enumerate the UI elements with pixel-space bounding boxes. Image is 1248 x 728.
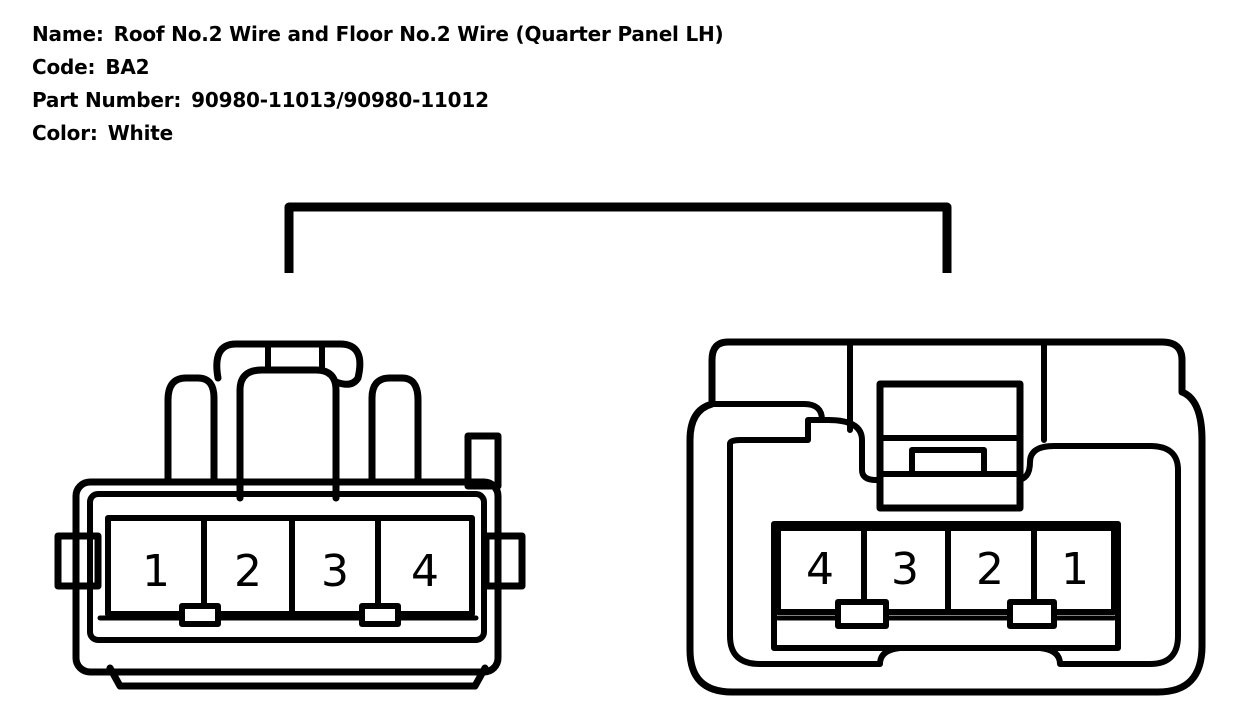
right-pin-label: 1 — [1061, 544, 1089, 595]
left-latch-lever — [213, 340, 364, 388]
left-lug-2 — [359, 603, 401, 627]
color-value: White — [107, 121, 173, 145]
code-row: Code: BA2 — [32, 51, 724, 84]
color-row: Color: White — [32, 117, 724, 150]
name-value: Roof No.2 Wire and Floor No.2 Wire (Quar… — [113, 22, 724, 46]
right-pin-label: 2 — [976, 544, 1004, 595]
left-housing — [72, 478, 502, 676]
left-latch-grip — [265, 343, 325, 371]
left-pin-label: 4 — [411, 546, 439, 597]
pairing-bracket — [284, 202, 952, 273]
left-guide-post — [464, 432, 502, 490]
right-pin-label: 4 — [806, 544, 834, 595]
name-label: Name: — [32, 22, 104, 46]
part-number-label: Part Number: — [32, 88, 182, 112]
code-value: BA2 — [105, 55, 150, 79]
right-latch-block — [876, 380, 1024, 512]
part-number-row: Part Number: 90980-11013/90980-11012 — [32, 84, 724, 117]
name-row: Name: Roof No.2 Wire and Floor No.2 Wire … — [32, 18, 724, 51]
right-latch-lines — [877, 435, 1023, 477]
part-number-value: 90980-11013/90980-11012 — [191, 88, 489, 112]
right-connector: 4 3 2 1 — [686, 338, 1206, 696]
connector-info: Name: Roof No.2 Wire and Floor No.2 Wire … — [32, 18, 724, 150]
right-cavity-1 — [1031, 525, 1117, 615]
color-label: Color: — [32, 121, 98, 145]
right-lug-2 — [1007, 599, 1057, 629]
right-lug-1 — [835, 599, 889, 629]
left-pin-label: 1 — [142, 546, 170, 597]
right-latch-notch — [909, 447, 987, 477]
right-housing — [686, 338, 1206, 696]
left-lug-1 — [179, 603, 221, 627]
right-latch-guides — [847, 339, 1047, 443]
left-side-tab-right — [482, 532, 526, 590]
right-cavity-frame — [771, 521, 1121, 651]
code-label: Code: — [32, 55, 96, 79]
left-pin-label: 3 — [321, 546, 349, 597]
right-pin-label: 3 — [891, 544, 919, 595]
left-post-1 — [164, 374, 218, 486]
left-connector: 1 2 3 4 — [54, 340, 526, 690]
left-pin-label: 2 — [234, 546, 262, 597]
left-post-2 — [368, 374, 422, 486]
left-cavity-4 — [375, 515, 475, 617]
right-shoulder — [709, 401, 825, 423]
left-skirt — [106, 664, 489, 690]
left-side-tab-left — [54, 532, 102, 590]
